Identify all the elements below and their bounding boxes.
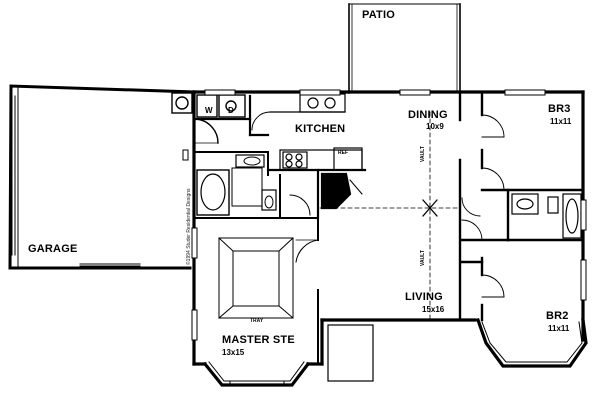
patio-outline	[348, 3, 461, 94]
dining-label: DINING	[408, 109, 448, 121]
br3-label: BR3	[548, 103, 571, 115]
dryer-label: D	[228, 106, 234, 115]
vault-label-lower: VAULT	[420, 250, 426, 266]
vault-center-mark	[422, 199, 438, 217]
bedroom-walls	[458, 90, 585, 322]
door-swings	[251, 111, 505, 298]
br2-label: BR2	[546, 310, 569, 322]
living-size: 15x16	[422, 305, 445, 314]
br3-size: 11x11	[550, 117, 572, 126]
copyright-notice: ©1994 Studer Residential Designs	[186, 188, 192, 265]
kitchen-counters	[269, 93, 363, 171]
washer-label: W	[205, 106, 213, 115]
garage-walls	[8, 84, 196, 270]
bay-windows	[208, 321, 583, 386]
laundry	[171, 92, 270, 144]
master-bath	[193, 151, 319, 219]
living-label: LIVING	[405, 291, 443, 303]
master-suite-size: 13x15	[222, 348, 245, 357]
garage-label: GARAGE	[28, 243, 78, 255]
vault-label-upper: VAULT	[420, 146, 426, 162]
garage-door	[11, 95, 141, 267]
dining-size: 10x9	[426, 122, 444, 131]
front-porch	[327, 324, 374, 382]
hall-bath	[511, 193, 582, 239]
br2-size: 11x11	[548, 324, 570, 333]
tray-ceiling-label: TRAY	[250, 318, 264, 324]
kitchen-label: KITCHEN	[295, 123, 346, 135]
patio-label: PATIO	[362, 9, 395, 21]
vault-lines	[319, 111, 461, 321]
windows	[182, 89, 587, 341]
master-suite-label: MASTER STE	[222, 334, 295, 346]
kitchen-pantry	[266, 168, 367, 220]
refrigerator-label: REF	[338, 150, 348, 156]
